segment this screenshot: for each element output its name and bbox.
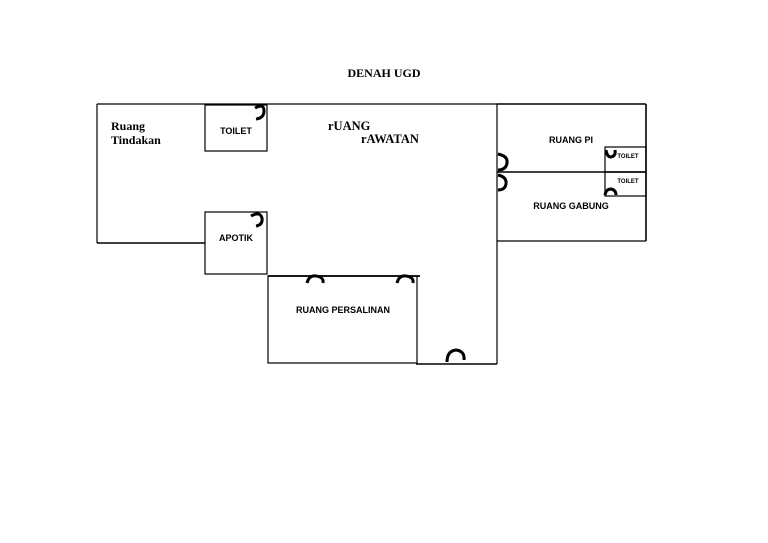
room-label-toilet-b: TOILET xyxy=(617,179,639,185)
door-icon xyxy=(305,274,325,284)
room-label-apotik: APOTIK xyxy=(219,233,254,243)
door-icon xyxy=(250,212,264,228)
door-icon xyxy=(445,348,466,363)
door-icon xyxy=(604,149,617,159)
room-label-tindakan: Ruang Tindakan xyxy=(111,119,161,147)
walls xyxy=(96,103,647,365)
room-label-pi: RUANG PI xyxy=(549,135,593,145)
door-icon xyxy=(497,152,509,172)
doors xyxy=(250,104,618,363)
room-label-gabung: RUANG GABUNG xyxy=(533,201,609,211)
room-label-toilet: TOILET xyxy=(220,126,252,136)
door-icon xyxy=(497,173,508,192)
plan-title: DENAH UGD xyxy=(347,66,420,80)
room-label-persalinan: RUANG PERSALINAN xyxy=(296,305,390,315)
door-icon xyxy=(603,187,618,196)
room-label-toilet-a: TOILET xyxy=(617,154,639,160)
room-label-rawatan: rUANG rAWATAN xyxy=(328,119,419,146)
door-icon xyxy=(254,104,266,121)
door-icon xyxy=(395,274,415,284)
